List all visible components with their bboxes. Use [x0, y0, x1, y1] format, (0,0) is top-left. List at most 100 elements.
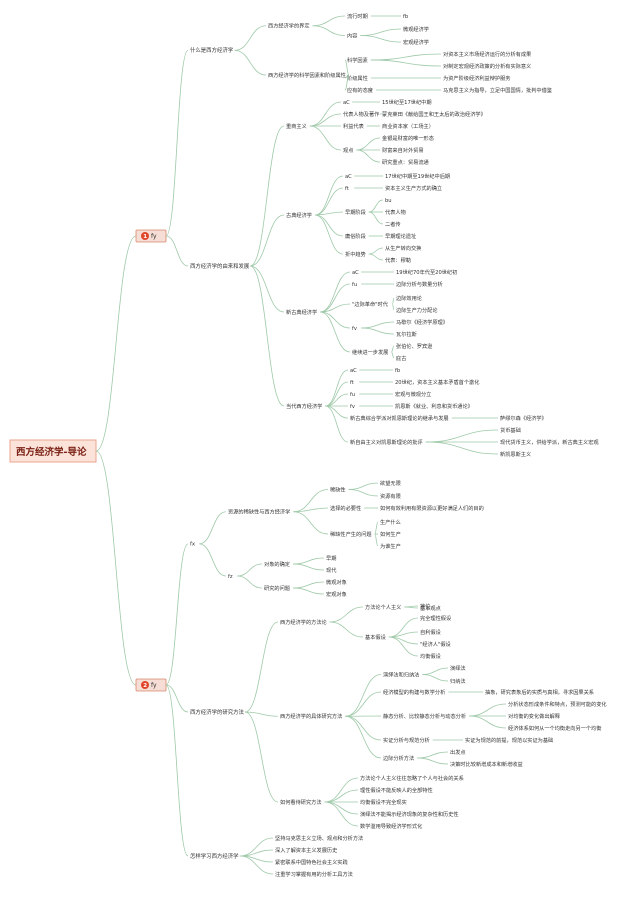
- connector: [325, 381, 349, 407]
- subtopic-node: 科学因素: [347, 56, 368, 64]
- subtopic-node: 应有的态度: [347, 86, 373, 94]
- subtopic-node: 方法论个人主义: [365, 603, 401, 611]
- connector: [292, 563, 325, 571]
- subtopic-node: 新古典经济学: [286, 308, 317, 316]
- leaf-node: 宏观经济学: [403, 38, 429, 46]
- leaf-node: 决策时比较新增成本和新增收益: [450, 760, 523, 768]
- leaf-node: 均衡假设不完全现实: [360, 798, 407, 806]
- leaf-node: 早期: [326, 555, 336, 562]
- connector: [368, 253, 384, 261]
- leaf-node: 19世纪70年代至20世纪初: [396, 268, 457, 276]
- connector: [293, 507, 329, 513]
- connector: [370, 59, 442, 67]
- subtopic-node: aC: [352, 270, 359, 276]
- connector: [250, 214, 285, 267]
- subtopic-node: 边际分析方法: [383, 754, 414, 762]
- leaf-node: 对资本主义市场经济运行的分析有成果: [443, 50, 531, 58]
- badge-label: fy: [151, 682, 157, 689]
- subtopic-node: 研究的问题: [264, 584, 290, 592]
- connector: [293, 489, 329, 513]
- subtopic-node: 当代西方经济学: [286, 402, 322, 410]
- connector: [469, 703, 507, 717]
- connector: [329, 621, 364, 638]
- connector: [244, 711, 279, 803]
- subtopic-node: 继续进一步发展: [352, 348, 388, 356]
- leaf-node: 经济体系如何从一个均衡走向另一个均衡: [508, 724, 601, 732]
- leaf-node: 金银是财富的唯一形态: [382, 134, 434, 142]
- subtopic-node: 利益代表: [343, 122, 365, 130]
- connector: [425, 441, 499, 455]
- topic-node: 西方经济学的由来和发展: [190, 262, 250, 270]
- leaf-node: 均衡假设: [420, 652, 441, 660]
- subtopic-node: fu: [352, 282, 357, 288]
- leaf-node: "经济人"假设: [420, 640, 451, 648]
- connector: [388, 617, 419, 638]
- subtopic-node: 重商主义: [286, 122, 307, 130]
- connector: [388, 636, 419, 657]
- leaf-node: 地位: [420, 602, 430, 610]
- connector: [199, 511, 227, 545]
- connector: [392, 303, 395, 311]
- subtopic-node: 西方经济学的科学因素和阶级属性: [268, 71, 346, 79]
- subtopic-node: 庸俗阶段: [345, 232, 366, 240]
- leaf-node: 边际生产力分配论: [396, 306, 438, 314]
- leaf-node: fb: [403, 14, 409, 20]
- leaf-node: 实证为规范的前提，规范以实证为基础: [465, 736, 553, 744]
- connector: [292, 557, 325, 565]
- connector: [320, 311, 351, 353]
- subtopic-node: 阶级属性: [347, 74, 368, 82]
- leaf-node: 自利假设: [420, 628, 441, 636]
- connector: [314, 175, 344, 216]
- connector: [250, 125, 285, 267]
- connector: [370, 53, 442, 61]
- subtopic-node: 新古典综合学派对凯恩斯理论的继承与发展: [350, 414, 449, 422]
- subtopic-node: fz: [228, 574, 233, 580]
- subtopic-node: aC: [345, 174, 352, 180]
- leaf-node: 20世纪，资本主义基本矛盾首个激化: [395, 378, 479, 386]
- subtopic-node: 内容: [347, 31, 357, 39]
- leaf-node: 早期理论遗址: [385, 232, 416, 240]
- leaf-node: 演绎法不能揭示经济现象的复杂性和历史性: [360, 810, 459, 818]
- connector: [361, 321, 395, 329]
- leaf-node: 马克思主义为指导，立足中国国情，批判中借鉴: [443, 86, 553, 94]
- leaf-node: 15世纪至17世纪中期: [382, 98, 432, 106]
- connector: [360, 35, 402, 43]
- leaf-node: 蒙克莱田《献给国王和王太后的政治经济学》: [382, 110, 486, 118]
- leaf-node: 注重学习掌握有用的分析工具方法: [275, 870, 353, 878]
- connector: [309, 101, 342, 127]
- subtopic-node: 早期阶段: [345, 208, 366, 216]
- leaf-node: 归纳法: [450, 677, 466, 685]
- connector: [368, 247, 384, 255]
- subtopic-node: fv: [352, 326, 357, 332]
- connector: [293, 511, 329, 535]
- connector: [417, 751, 449, 759]
- subtopic-node: 静态分析、比较静态分析与动态分析: [383, 712, 466, 720]
- connector: [368, 211, 384, 225]
- leaf-node: 对制定宏观经济政策的分析有实际意义: [443, 62, 531, 70]
- leaf-node: 理性假设不能反映人的全部特性: [360, 786, 433, 794]
- leaf-node: 研究重点：贸易流通: [382, 158, 430, 166]
- connector: [314, 187, 344, 216]
- connector: [348, 482, 379, 490]
- connector: [95, 235, 137, 452]
- connector: [312, 15, 346, 27]
- subtopic-node: ft: [350, 380, 354, 386]
- subtopic-node: 西方经济学的界定: [268, 22, 310, 30]
- connector: [324, 789, 359, 803]
- connector: [292, 581, 325, 589]
- connector: [469, 715, 507, 729]
- leaf-node: 深入了解资本主义发展历史: [275, 846, 337, 854]
- connector: [237, 563, 263, 577]
- subtopic-node: 稀缺性产生的问题: [330, 530, 372, 538]
- subtopic-node: 古典经济学: [286, 211, 312, 219]
- subtopic-node: 西方经济学的方法论: [280, 618, 328, 626]
- connector: [368, 199, 384, 213]
- connector: [325, 405, 349, 443]
- connector: [361, 327, 395, 335]
- subtopic-node: 经济模型的构建与数学分析: [383, 688, 445, 696]
- root-title: 西方经济学-导论: [16, 446, 87, 458]
- leaf-node: 资源有限: [380, 492, 401, 500]
